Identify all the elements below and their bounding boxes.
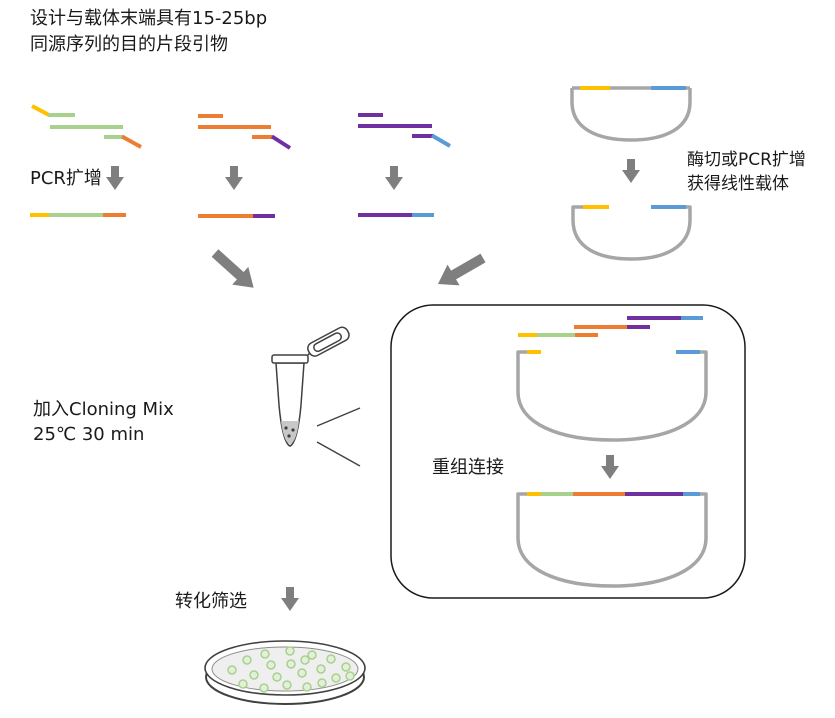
colony bbox=[317, 678, 327, 688]
down-arrow-icon bbox=[225, 166, 243, 190]
colony bbox=[297, 668, 307, 678]
tube-particle bbox=[287, 434, 291, 438]
colony bbox=[242, 655, 252, 665]
linear-vector-backbone bbox=[571, 205, 692, 261]
pcr-amplify-label: PCR扩增 bbox=[30, 168, 102, 189]
down-arrow-icon bbox=[622, 159, 640, 183]
vector-backbone bbox=[570, 86, 692, 142]
circular-vector bbox=[570, 86, 692, 142]
reverse-primer-3-overlap bbox=[430, 133, 452, 148]
colonies bbox=[227, 646, 355, 693]
tube-lid bbox=[305, 326, 350, 358]
petri-dish-icon bbox=[204, 640, 366, 705]
primer-design-label-line1: 设计与载体末端具有15-25bp bbox=[30, 8, 267, 29]
colony bbox=[249, 670, 259, 680]
down-arrow-icon bbox=[281, 587, 299, 611]
primer-design-label-line2: 同源序列的目的片段引物 bbox=[30, 34, 228, 55]
merge-arrow-icon bbox=[437, 253, 486, 286]
reverse-primer-1-overlap bbox=[121, 134, 142, 149]
colony bbox=[286, 659, 296, 669]
colony bbox=[282, 680, 292, 690]
annealed-fragments bbox=[518, 316, 703, 337]
fragment-3-primers-template bbox=[358, 113, 452, 148]
reverse-primer-2-overlap bbox=[270, 134, 292, 150]
down-arrow-icon bbox=[106, 166, 124, 190]
down-arrow-icon bbox=[385, 166, 403, 190]
tube-particle bbox=[284, 426, 288, 430]
colony bbox=[285, 646, 295, 656]
linear-vector bbox=[571, 205, 692, 261]
recombinant-vector bbox=[516, 492, 708, 588]
colony bbox=[326, 654, 336, 664]
tube-lid-inner bbox=[313, 332, 343, 353]
colony bbox=[259, 683, 269, 693]
reaction-detail-box bbox=[390, 304, 746, 599]
colony bbox=[272, 672, 282, 682]
tube-liquid bbox=[281, 421, 299, 444]
colony bbox=[316, 664, 326, 674]
open-vector-in-box bbox=[516, 350, 708, 442]
zoom-line-lower bbox=[316, 441, 361, 467]
tube-rim bbox=[271, 354, 309, 364]
vector-prep-label-line2: 获得线性载体 bbox=[687, 174, 789, 194]
colony bbox=[266, 660, 276, 670]
transformation-label: 转化筛选 bbox=[175, 591, 247, 612]
colony bbox=[300, 655, 310, 665]
zoom-line-upper bbox=[316, 407, 361, 427]
pcr-tube-icon bbox=[271, 326, 350, 447]
tube-lid-cap bbox=[307, 326, 350, 357]
colony bbox=[345, 671, 355, 681]
colony bbox=[260, 649, 270, 659]
merge-arrow-icon bbox=[211, 249, 254, 288]
vector-prep-label-line1: 酶切或PCR扩增 bbox=[687, 150, 806, 170]
colony bbox=[227, 665, 237, 675]
cloning-mix-label-line2: 25℃ 30 min bbox=[33, 424, 144, 445]
tube-particle bbox=[291, 428, 295, 432]
cloning-mix-label-line1: 加入Cloning Mix bbox=[33, 399, 174, 420]
colony bbox=[302, 682, 312, 692]
down-arrow-icon bbox=[601, 455, 619, 479]
fragment-2-primers-template bbox=[198, 114, 292, 150]
recombination-label: 重组连接 bbox=[432, 457, 504, 478]
colony bbox=[238, 679, 248, 689]
colony bbox=[331, 673, 341, 683]
open-vector-backbone bbox=[516, 350, 708, 442]
recombinant-vector-backbone bbox=[516, 492, 708, 588]
forward-primer-1-overlap bbox=[31, 104, 50, 117]
fragment-1-primers-template bbox=[31, 104, 142, 149]
colony bbox=[341, 662, 351, 672]
colony bbox=[307, 650, 317, 660]
